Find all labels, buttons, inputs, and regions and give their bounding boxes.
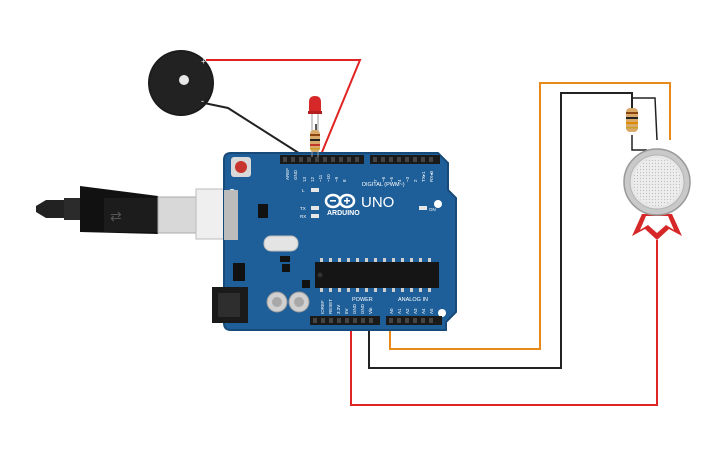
pin-label: RESET (328, 299, 333, 314)
led-l-label: L (302, 188, 305, 193)
gnd-label: GND (293, 169, 298, 180)
aref-label: AREF (285, 168, 290, 180)
analog-label: ANALOG IN (398, 297, 428, 303)
pin-label: GND (352, 303, 357, 314)
chip-pins (320, 258, 431, 292)
pin-label: ~11 (318, 174, 323, 182)
led-on-label: ON (429, 207, 436, 212)
smd-chip (282, 264, 290, 272)
pin-label: ~10 (326, 174, 331, 182)
reset-button-cap[interactable] (235, 161, 247, 173)
pin-label: ~9 (334, 176, 339, 182)
microcontroller-chip (315, 262, 439, 288)
wire-resistor-sensor[interactable] (631, 135, 647, 151)
pin-label: A2 (405, 308, 410, 314)
pin-label: TX▸1 (421, 171, 426, 182)
buzzer-minus-label: - (201, 96, 204, 106)
led-tx-label: TX (300, 206, 306, 211)
pin-label: 4 (397, 179, 402, 182)
smd-chip (302, 280, 310, 288)
crystal (263, 235, 299, 252)
pin-label: 5V (344, 308, 349, 314)
pin-label: A0 (389, 308, 394, 314)
pin-label: A4 (421, 308, 426, 314)
wires (203, 59, 671, 406)
smd-chip (258, 204, 268, 218)
led-rx (311, 214, 319, 218)
led-on (419, 206, 427, 210)
pin-label: A1 (397, 308, 402, 314)
digital-header-label: DIGITAL (PWM~) (362, 182, 405, 188)
voltage-regulator (233, 263, 245, 281)
led-l (311, 188, 319, 192)
wire-buzzer-positive[interactable] (206, 59, 362, 158)
power-label: POWER (352, 297, 373, 303)
mounting-hole (438, 309, 446, 317)
pin-label: Vin (368, 307, 373, 314)
pin-label: 2 (413, 179, 418, 182)
pin-label: A3 (413, 308, 418, 314)
wire-resistor-top[interactable] (631, 97, 658, 141)
led-rx-label: RX (300, 214, 306, 219)
wire-sensor-signal[interactable] (389, 82, 671, 350)
pin-label: ~3 (405, 176, 410, 182)
pin-label: RX◂0 (429, 170, 434, 182)
pin-label: GND (360, 303, 365, 314)
buzzer-plus-label: + (201, 57, 206, 66)
mounting-hole (434, 200, 442, 208)
arduino-brand-label: ARDUINO (327, 210, 360, 217)
wire-buzzer-negative[interactable] (203, 102, 306, 158)
piezo-buzzer[interactable]: + - (148, 50, 214, 116)
pin-label: ~5 (389, 176, 394, 182)
led-tx (311, 206, 319, 210)
pin-label: A5 (429, 308, 434, 314)
usb-cable[interactable]: ⇄ (36, 186, 237, 240)
pin-label: 13 (302, 176, 307, 182)
led-resistor[interactable] (310, 130, 320, 152)
svg-text:⇄: ⇄ (110, 208, 122, 224)
pin-label: 3.3V (336, 305, 341, 314)
usb-jack (224, 190, 238, 240)
pin-label: 8 (342, 179, 347, 182)
uno-model-label: UNO (361, 194, 394, 211)
wire-sensor-power[interactable] (350, 240, 658, 406)
sensor-resistor[interactable] (626, 108, 638, 132)
pin-label: 7 (373, 179, 378, 182)
digital-header-left[interactable] (280, 155, 364, 164)
arduino-logo (324, 193, 356, 209)
wire-sensor-ground[interactable] (368, 92, 633, 369)
pin-label: ~6 (381, 176, 386, 182)
gas-sensor[interactable] (623, 148, 691, 240)
pin-label: 12 (310, 176, 315, 182)
pin-label: IOREF (320, 300, 325, 314)
